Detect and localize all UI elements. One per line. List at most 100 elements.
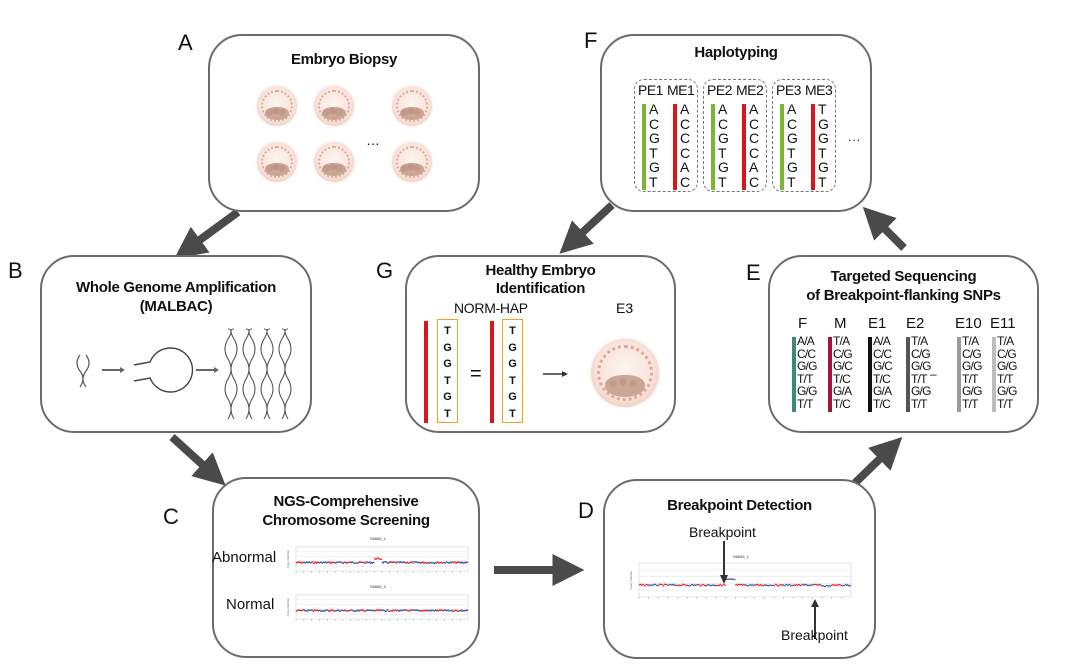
chromosome-segment [397,561,406,564]
arrow-f-to-g [559,202,615,254]
chromosome-segment [389,561,398,564]
chromosome-segment [459,561,469,564]
maternal-label: ME3 [805,82,833,98]
chromosome-segment [744,583,755,587]
panel-f-title: Haplotyping [694,44,778,61]
panel-letter-g: G [376,258,394,283]
maternal-haplotype-bar [811,104,815,190]
chromosome-segment [381,609,391,613]
plot-frame [295,594,469,620]
breakpoint-arrow-down [720,541,728,584]
maternal-haplotype-bar [424,321,428,423]
chromosome-segment [295,561,305,564]
chromosome-segment [677,583,688,587]
embryo-haplotype-bar [490,321,494,423]
chromosome-segment [686,583,697,587]
chromosome-segment [436,561,445,565]
chromosome-segment [735,583,746,587]
sample-name: E1 [868,315,887,332]
chromosome-segment [444,561,453,565]
maternal-label: ME2 [736,82,764,98]
maternal-label: ME1 [667,82,695,98]
paternal-label: PE3 [776,82,801,98]
chromosome-segment [358,561,367,565]
panel-d-title: Breakpoint Detection [667,497,812,514]
chromosome-segment [648,583,659,587]
breakpoint-label-top: Breakpoint [689,524,756,540]
chromosome-segment [311,609,320,612]
chromosome-segment [436,609,445,612]
chromosome-segment [326,561,336,564]
y-axis-label: Copy Number [286,598,290,617]
plot-frame [638,562,852,598]
y-axis-label: Copy Number [286,550,290,569]
cnv-plot-abnormal: S6666_1 Copy Number [286,536,470,579]
panel-a-embryo-biopsy: Embryo Biopsy … [208,34,480,212]
healthy-embryo-icon [591,339,659,407]
paternal-haplotype-bar [780,104,784,190]
chromosome-segment [350,561,359,565]
embryo-icon [257,86,297,126]
panel-c-chromosome-screening: NGS-Comprehensive Chromosome Screening A… [212,477,480,658]
equals-sign: = [470,363,482,385]
breakpoint-label-bottom: Breakpoint [781,627,848,643]
ellipsis: … [366,132,381,148]
chromosome-segment [696,583,707,587]
arrow-a-to-b [174,208,241,259]
amplified-dna-icon [224,328,292,420]
malbac-illustration [76,328,292,420]
arrow-d-to-e [852,436,903,486]
chromosome-segment [342,561,352,565]
sample-name: E10 [955,315,982,332]
sample-name: M [834,315,847,332]
chromosome-segment [373,609,383,612]
chromosome-segment [319,561,328,565]
ellipsis: – [930,367,938,381]
sample-color-bar [957,337,961,412]
sample-name: E2 [906,315,925,332]
panel-g-healthy-embryo: Healthy Embryo Identification NORM-HAP E… [405,255,676,433]
panel-b-title-line1: Whole Genome Amplification [76,279,276,296]
panel-a-title: Embryo Biopsy [290,51,398,68]
chromosome-segment [373,557,383,561]
ellipsis: ... [848,130,862,144]
maternal-haplotype-bar [742,104,746,190]
dna-helix-icon [76,354,90,388]
embryo-icon [392,86,432,126]
cnv-plot-breakpoint: S6666_1 Copy Number [629,554,853,605]
sample-color-bar [792,337,796,412]
sample-name: F [798,315,808,332]
y-axis-label: Copy Number [629,571,633,590]
chromosome-segment [428,609,438,612]
norm-hap-label: NORM-HAP [454,300,528,316]
panel-d-breakpoint-detection: Breakpoint Detection Breakpoint S6666_1 … [603,479,876,659]
chromosome-segment [342,609,352,612]
panel-letter-a: A [178,30,193,55]
panel-letter-f: F [584,28,598,53]
chromosome-segment [841,583,852,587]
cnv-plot-title: S6666_1 [732,554,749,559]
panel-b-title-line2: (MALBAC) [139,298,213,315]
paternal-label: PE2 [707,82,732,98]
panel-e-title-line2: of Breakpoint-flanking SNPs [806,287,1001,304]
panel-g-title-line2: Identification [495,280,586,297]
sample-color-bar [906,337,910,412]
panel-b-whole-genome-amplification: Whole Genome Amplification (MALBAC) [40,255,312,433]
embryo-icon [314,142,354,182]
paternal-haplotype-bar [711,104,715,190]
embryo-icon [257,142,297,182]
chromosome-segment [812,583,823,587]
sample-color-bar [828,337,832,412]
chromosome-segment [802,583,813,587]
panel-e-title-line1: Targeted Sequencing [830,268,977,285]
chromosome-segment [420,561,430,565]
chromosome-segment [773,583,784,587]
